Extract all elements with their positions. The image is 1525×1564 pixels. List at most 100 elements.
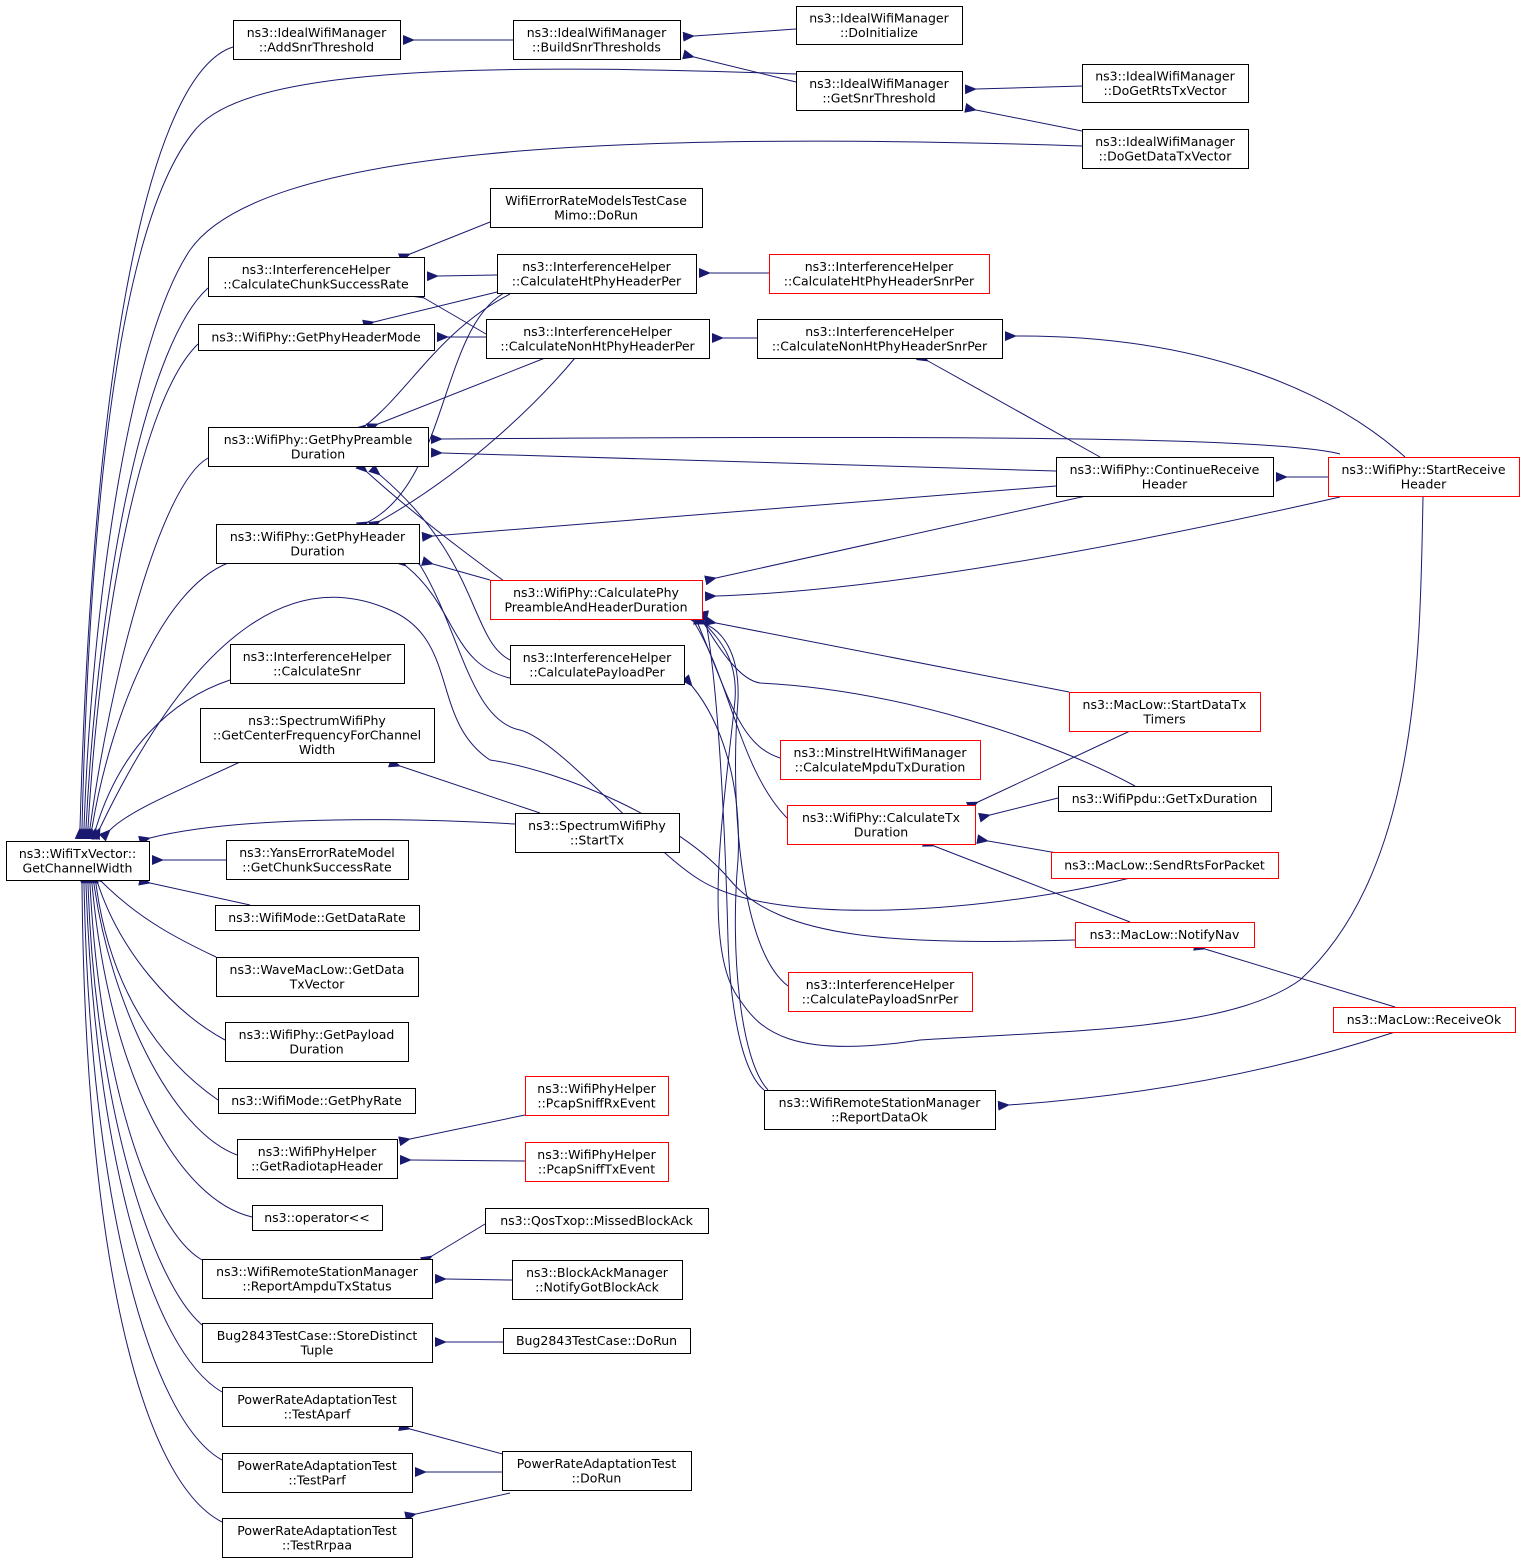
- node-label-line: GetChannelWidth: [23, 860, 133, 875]
- node-label-line: ::StartTx: [570, 832, 624, 847]
- edge-prarun-to-aparf: [398, 1421, 511, 1457]
- node-yans[interactable]: ns3::YansErrorRateModel::GetChunkSuccess…: [226, 840, 409, 880]
- node-ppdutx[interactable]: ns3::WifiPpdu::GetTxDuration: [1058, 786, 1272, 812]
- node-label-line: ns3::IdealWifiManager: [1095, 68, 1235, 83]
- node-operator[interactable]: ns3::operator<<: [252, 1205, 383, 1231]
- node-box: [198, 324, 435, 351]
- edge-headermode-to-root: [82, 343, 199, 840]
- node-payloadsnr[interactable]: ns3::InterferenceHelper::CalculatePayloa…: [788, 972, 973, 1012]
- node-box: [510, 645, 685, 685]
- node-label-line: ::CalculateHtPhyHeaderSnrPer: [784, 273, 975, 288]
- node-sendrts[interactable]: ns3::MacLow::SendRtsForPacket: [1051, 852, 1279, 879]
- edge-htper-to-preamble: [354, 293, 511, 436]
- edge-reportdataok-to-payloadper: [681, 674, 769, 1091]
- node-notifyba[interactable]: ns3::BlockAckManager::NotifyGotBlockAck: [512, 1260, 683, 1300]
- node-root[interactable]: ns3::WifiTxVector::GetChannelWidth: [6, 841, 150, 881]
- node-label-line: ::GetCenterFrequencyForChannel: [213, 728, 421, 743]
- node-prarun[interactable]: PowerRateAdaptationTest::DoRun: [502, 1451, 692, 1491]
- node-label-line: TxVector: [289, 976, 346, 991]
- node-box: [252, 1205, 383, 1231]
- node-receiveok[interactable]: ns3::MacLow::ReceiveOk: [1333, 1007, 1516, 1033]
- edge-dogetdata-to-getsnr: [964, 102, 1083, 132]
- edge-dogetrts-to-getsnr: [964, 84, 1083, 95]
- node-label-line: ns3::IdealWifiManager: [247, 25, 387, 40]
- node-pcaprx[interactable]: ns3::WifiPhyHelper::PcapSniffRxEvent: [525, 1076, 669, 1116]
- node-box: [6, 841, 150, 881]
- edge-getsnr-to-buildsnr: [682, 49, 797, 83]
- node-label-line: ::BuildSnrThresholds: [532, 39, 661, 54]
- node-radiotap[interactable]: ns3::WifiPhyHelper::GetRadiotapHeader: [237, 1139, 398, 1179]
- node-calcsnr[interactable]: ns3::InterferenceHelper::CalculateSnr: [230, 644, 405, 684]
- node-box: [788, 972, 973, 1012]
- edge-ppdutx-to-calcphypre: [695, 612, 1136, 787]
- edge-calctx-to-calcphypre: [683, 610, 788, 819]
- node-label-line: ns3::MacLow::ReceiveOk: [1347, 1012, 1502, 1027]
- node-ampdu[interactable]: ns3::WifiRemoteStationManager::ReportAmp…: [202, 1259, 433, 1299]
- node-dogetrts[interactable]: ns3::IdealWifiManager::DoGetRtsTxVector: [1082, 64, 1249, 103]
- node-dogetdata[interactable]: ns3::IdealWifiManager::DoGetDataTxVector: [1082, 129, 1249, 169]
- node-headermode[interactable]: ns3::WifiPhy::GetPhyHeaderMode: [198, 324, 435, 351]
- node-notifynav[interactable]: ns3::MacLow::NotifyNav: [1075, 922, 1255, 948]
- node-box: [512, 1260, 683, 1300]
- node-htsnrper[interactable]: ns3::InterferenceHelper::CalculateHtPhyH…: [769, 254, 990, 294]
- edge-dogetdata-to-root: [78, 140, 1083, 840]
- node-label-line: ns3::WifiPhy::GetPhyHeaderMode: [211, 330, 421, 345]
- node-label-line: ::CalculatePayloadSnrPer: [802, 991, 959, 1006]
- node-bugrun[interactable]: Bug2843TestCase::DoRun: [503, 1328, 691, 1354]
- edge-headerdur-to-root: [85, 562, 229, 840]
- node-addsnr[interactable]: ns3::IdealWifiManager::AddSnrThreshold: [233, 20, 401, 60]
- node-label-line: ns3::MacLow::SendRtsForPacket: [1064, 858, 1265, 873]
- edge-startrecv-to-nonhtsnrper: [1004, 331, 1406, 458]
- node-label-line: Header: [1401, 476, 1447, 491]
- node-label-line: ::TestAparf: [284, 1406, 351, 1421]
- node-phyrate[interactable]: ns3::WifiMode::GetPhyRate: [218, 1088, 416, 1114]
- node-buildsnr[interactable]: ns3::IdealWifiManager::BuildSnrThreshold…: [513, 20, 681, 60]
- node-doinit[interactable]: ns3::IdealWifiManager::DoInitialize: [796, 6, 963, 45]
- node-nonhtper[interactable]: ns3::InterferenceHelper::CalculateNonHtP…: [486, 319, 710, 359]
- node-datarate[interactable]: ns3::WifiMode::GetDataRate: [215, 905, 420, 931]
- node-box: [1051, 852, 1279, 879]
- node-centerfreq[interactable]: ns3::SpectrumWifiPhy::GetCenterFrequency…: [200, 708, 435, 763]
- node-label-line: Header: [1142, 476, 1188, 491]
- node-label-line: ns3::WifiRemoteStationManager: [216, 1264, 419, 1279]
- node-htper[interactable]: ns3::InterferenceHelper::CalculateHtPhyH…: [497, 254, 697, 294]
- node-label-line: ns3::WaveMacLow::GetData: [230, 962, 405, 977]
- node-spectx[interactable]: ns3::SpectrumWifiPhy::StartTx: [515, 813, 680, 853]
- node-box: [515, 813, 680, 853]
- node-label-line: ns3::BlockAckManager: [526, 1265, 669, 1280]
- node-missedba[interactable]: ns3::QosTxop::MissedBlockAck: [485, 1208, 709, 1234]
- node-getsnr[interactable]: ns3::IdealWifiManager::GetSnrThreshold: [796, 71, 963, 111]
- node-label-line: ::PcapSniffTxEvent: [538, 1161, 655, 1176]
- node-wavemac[interactable]: ns3::WaveMacLow::GetDataTxVector: [216, 957, 419, 997]
- node-payloadper[interactable]: ns3::InterferenceHelper::CalculatePayloa…: [510, 645, 685, 685]
- node-parf[interactable]: PowerRateAdaptationTest::TestParf: [222, 1453, 413, 1493]
- node-reportdataok[interactable]: ns3::WifiRemoteStationManager::ReportDat…: [764, 1090, 996, 1130]
- node-rrpaa[interactable]: PowerRateAdaptationTest::TestRrpaa: [222, 1518, 413, 1558]
- node-label-line: WifiErrorRateModelsTestCase: [505, 193, 687, 208]
- edge-payloadsnr-to-calcphypre: [692, 615, 789, 987]
- node-box: [485, 1208, 709, 1234]
- node-nonhtsnrper[interactable]: ns3::InterferenceHelper::CalculateNonHtP…: [757, 319, 1003, 359]
- node-chunk[interactable]: ns3::InterferenceHelper::CalculateChunkS…: [208, 257, 425, 297]
- node-box: [218, 1088, 416, 1114]
- node-label-line: ::TestParf: [288, 1472, 346, 1487]
- node-box: [486, 319, 710, 359]
- node-box: [796, 6, 963, 45]
- node-pcaptx[interactable]: ns3::WifiPhyHelper::PcapSniffTxEvent: [525, 1142, 669, 1182]
- node-aparf[interactable]: PowerRateAdaptationTest::TestAparf: [222, 1387, 413, 1427]
- edge-startrecv-to-preamble: [430, 434, 1341, 455]
- node-minstrel[interactable]: ns3::MinstrelHtWifiManager::CalculateMpd…: [780, 740, 981, 780]
- node-box: [490, 188, 703, 228]
- node-label-line: ns3::WifiPhy::StartReceive: [1341, 462, 1505, 477]
- node-calcphypre[interactable]: ns3::WifiPhy::CalculatePhyPreambleAndHea…: [490, 580, 703, 620]
- node-label-line: Duration: [291, 446, 345, 461]
